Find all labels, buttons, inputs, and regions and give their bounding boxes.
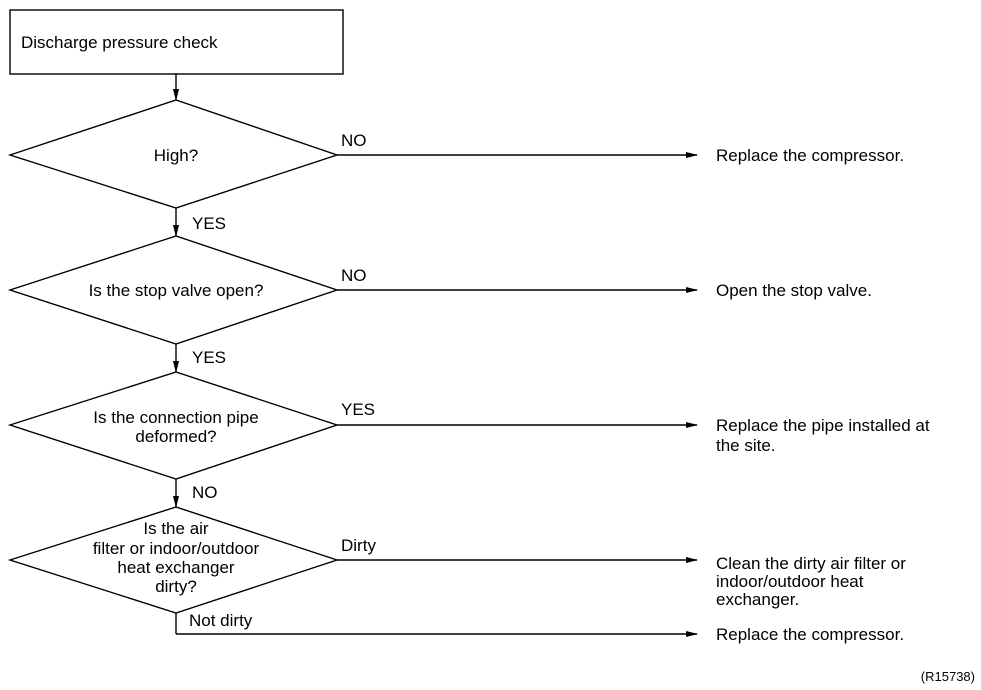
branch-label-pipe-yes: YES — [341, 400, 375, 419]
decision-high-question: High? — [154, 146, 198, 165]
action-open-stop-valve: Open the stop valve. — [716, 281, 872, 300]
action-clean-filter-line-3: exchanger. — [716, 590, 799, 609]
branch-label-stop-valve-no: NO — [341, 266, 367, 285]
figure-code: (R15738) — [921, 669, 975, 684]
start-box-label: Discharge pressure check — [21, 33, 218, 52]
decision-air-filter-question-line-3: heat exchanger — [117, 558, 235, 577]
continue-label-stop-valve-yes: YES — [192, 348, 226, 367]
action-clean-filter-line-1: Clean the dirty air filter or — [716, 554, 906, 573]
decision-pipe-deformed: Is the connection pipe deformed? — [7, 371, 340, 480]
action-replace-pipe-line-1: Replace the pipe installed at — [716, 416, 930, 435]
action-replace-compressor-final: Replace the compressor. — [716, 625, 904, 644]
decision-air-filter-question-line-1: Is the air — [143, 519, 209, 538]
branch-label-air-filter-dirty: Dirty — [341, 536, 376, 555]
decision-stop-valve-question: Is the stop valve open? — [89, 281, 264, 300]
decision-pipe-deformed-question-line-1: Is the connection pipe — [93, 408, 258, 427]
decision-high: High? — [7, 99, 340, 209]
branch-label-high-no: NO — [341, 131, 367, 150]
decision-air-filter-question-line-4: dirty? — [155, 577, 197, 596]
decision-pipe-deformed-question-line-2: deformed? — [135, 427, 216, 446]
action-replace-compressor-1: Replace the compressor. — [716, 146, 904, 165]
action-replace-pipe-line-2: the site. — [716, 436, 776, 455]
continue-label-pipe-no: NO — [192, 483, 218, 502]
start-box: Discharge pressure check — [9, 9, 344, 75]
continue-label-high-yes: YES — [192, 214, 226, 233]
decision-air-filter-dirty: Is the air filter or indoor/outdoor heat… — [7, 506, 340, 614]
decision-stop-valve: Is the stop valve open? — [7, 235, 340, 345]
decision-air-filter-question-line-2: filter or indoor/outdoor — [93, 539, 260, 558]
continue-label-not-dirty: Not dirty — [189, 611, 253, 630]
action-clean-filter-line-2: indoor/outdoor heat — [716, 572, 864, 591]
